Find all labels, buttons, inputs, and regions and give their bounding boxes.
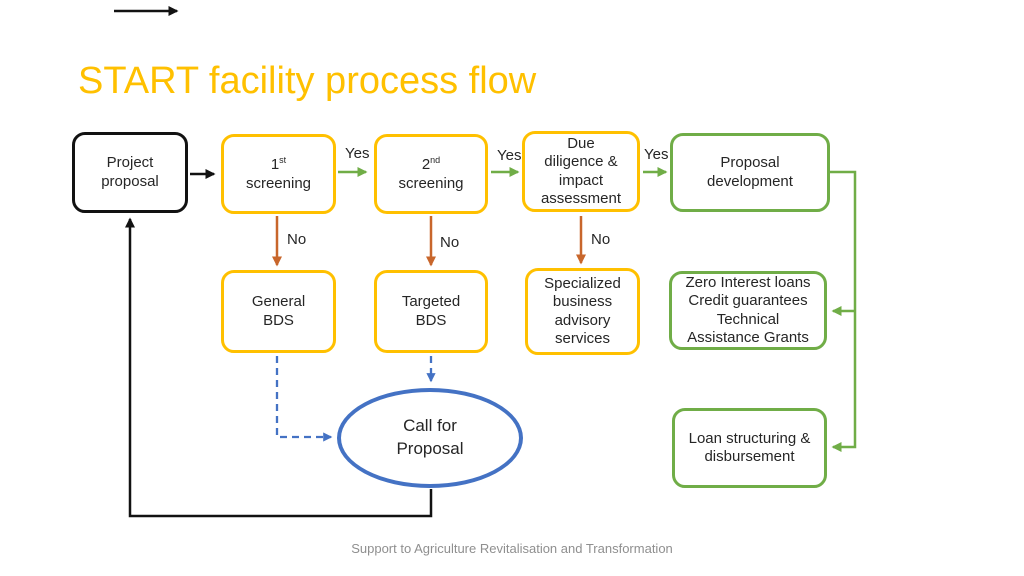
box-second-screening-label: 2nd screening bbox=[398, 155, 463, 193]
feedback-loop-call-to-proposal bbox=[125, 217, 433, 518]
yes-label-2: Yes bbox=[497, 147, 522, 164]
box-loan-structuring-label: Loan structuring &disbursement bbox=[688, 429, 811, 465]
first-screening-word: screening bbox=[245, 174, 312, 192]
green-connector-development-to-loan-structuring bbox=[829, 170, 857, 452]
footer-text: Support to Agriculture Revitalisation an… bbox=[351, 541, 673, 556]
second-screening-word: screening bbox=[398, 174, 464, 192]
slide-title: START facility process flow bbox=[78, 60, 537, 102]
no-label-1: No bbox=[287, 231, 307, 248]
box-first-screening: 1st screening bbox=[221, 134, 336, 214]
first-screening-number: 1 bbox=[270, 156, 280, 174]
no-label-3: No bbox=[591, 231, 611, 248]
box-loan-structuring: Loan structuring &disbursement bbox=[672, 408, 827, 488]
second-screening-ordinal: nd bbox=[430, 155, 441, 166]
dashed-arrow-general-to-call bbox=[275, 356, 333, 442]
first-screening-ordinal: st bbox=[279, 155, 287, 166]
box-second-screening: 2nd screening bbox=[374, 134, 488, 214]
no-label-2: No bbox=[440, 234, 460, 251]
box-first-screening-label: 1st screening bbox=[246, 155, 311, 193]
yes-label-1: Yes bbox=[345, 145, 370, 162]
yes-label-3: Yes bbox=[644, 146, 669, 163]
second-screening-number: 2 bbox=[421, 156, 431, 174]
